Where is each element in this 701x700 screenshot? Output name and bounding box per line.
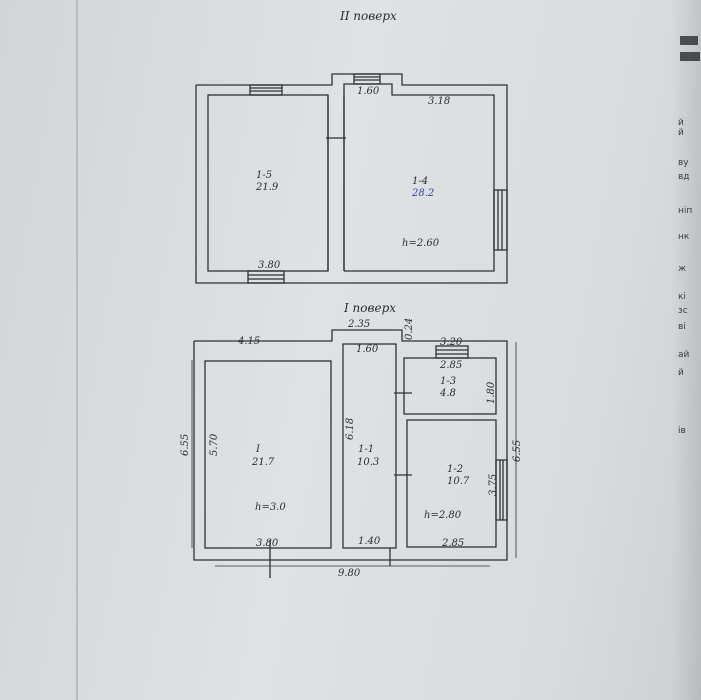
upper-window-right bbox=[493, 189, 508, 251]
room-I-height: h=3.0 bbox=[255, 502, 286, 513]
dim-left-inner: 5.70 bbox=[209, 433, 220, 456]
dim-left-outer: 6.55 bbox=[180, 434, 191, 456]
margin-fragment: й bbox=[678, 128, 684, 138]
room-1-1-id: 1-1 bbox=[358, 444, 374, 455]
margin-fragment: ніп bbox=[678, 206, 693, 216]
upper-dim-2: 3.18 bbox=[428, 96, 450, 107]
margin-fragment: вд bbox=[678, 172, 690, 182]
margin-fragment: ві bbox=[678, 322, 686, 332]
room-1-4-height: h=2.60 bbox=[402, 238, 440, 249]
dim-right-outer: 6.55 bbox=[512, 440, 523, 462]
room-I-area: 21.7 bbox=[251, 457, 275, 468]
dim-top-right: 3.20 bbox=[440, 337, 463, 348]
adjacent-page-fragments: й й ву вд ніп нк ж кі зс ві ай й ів bbox=[678, 0, 701, 700]
margin-fragment: ж bbox=[678, 264, 687, 274]
dim-small-gap: 0.24 bbox=[404, 318, 415, 340]
lower-window-top bbox=[435, 345, 469, 359]
room-1-5-id: 1-5 bbox=[256, 170, 272, 181]
margin-fragment: й bbox=[678, 368, 684, 378]
dim-bottom-left: 3.80 bbox=[256, 538, 279, 549]
dim-corr-top: 1.60 bbox=[356, 344, 379, 355]
room-1-4-id: 1-4 bbox=[412, 176, 428, 187]
upper-floor-title: II поверх bbox=[339, 9, 397, 23]
margin-fragment: ів bbox=[678, 426, 686, 436]
upper-dim-1: 1.60 bbox=[357, 86, 380, 97]
lower-window-right bbox=[495, 459, 508, 521]
dim-bottom-corr: 1.40 bbox=[358, 536, 381, 547]
lower-floor-title: I поверх bbox=[343, 301, 396, 315]
ink-mark bbox=[680, 52, 700, 61]
margin-fragment: й bbox=[678, 118, 684, 128]
margin-fragment: кі bbox=[678, 292, 686, 302]
dim-room12-side: 3.75 bbox=[488, 474, 499, 496]
dim-bottom-right: 2.85 bbox=[441, 538, 464, 549]
page-edge-shadow bbox=[671, 0, 701, 700]
upper-window-top-mid bbox=[353, 73, 381, 85]
dim-top-left: 4.15 bbox=[237, 336, 260, 347]
room-1-1-wall bbox=[342, 343, 397, 549]
room-1-2-area: 10.7 bbox=[447, 476, 470, 487]
upper-window-bottom bbox=[247, 270, 285, 284]
dim-corr-side: 6.18 bbox=[345, 418, 356, 440]
room-I-id: I bbox=[255, 444, 261, 455]
margin-fragment: ай bbox=[678, 350, 690, 360]
lower-outer-wall bbox=[193, 329, 508, 561]
dim-total: 9.80 bbox=[338, 568, 361, 579]
room-1-5-area: 21.9 bbox=[255, 182, 279, 193]
upper-outer-wall bbox=[195, 73, 508, 284]
room-I-wall bbox=[204, 360, 332, 549]
margin-line bbox=[76, 0, 78, 700]
upper-dim-3: 3.80 bbox=[258, 260, 281, 271]
margin-fragment: зс bbox=[678, 306, 688, 316]
room-1-1-area: 10.3 bbox=[357, 457, 379, 468]
margin-fragment: ву bbox=[678, 158, 689, 168]
room-1-3-id: 1-3 bbox=[440, 376, 456, 387]
dim-top-mid: 2.35 bbox=[347, 319, 370, 330]
dim-room13-top: 2.85 bbox=[439, 360, 462, 371]
room-1-2-id: 1-2 bbox=[447, 464, 463, 475]
room-1-4-area: 28.2 bbox=[411, 188, 434, 199]
margin-fragment: нк bbox=[678, 232, 690, 242]
room-1-2-height: h=2.80 bbox=[424, 510, 462, 521]
room-1-3-area: 4.8 bbox=[439, 388, 456, 399]
upper-window-top-left bbox=[249, 84, 283, 96]
ink-mark bbox=[680, 36, 698, 45]
dim-room13-side: 1.80 bbox=[486, 381, 497, 404]
